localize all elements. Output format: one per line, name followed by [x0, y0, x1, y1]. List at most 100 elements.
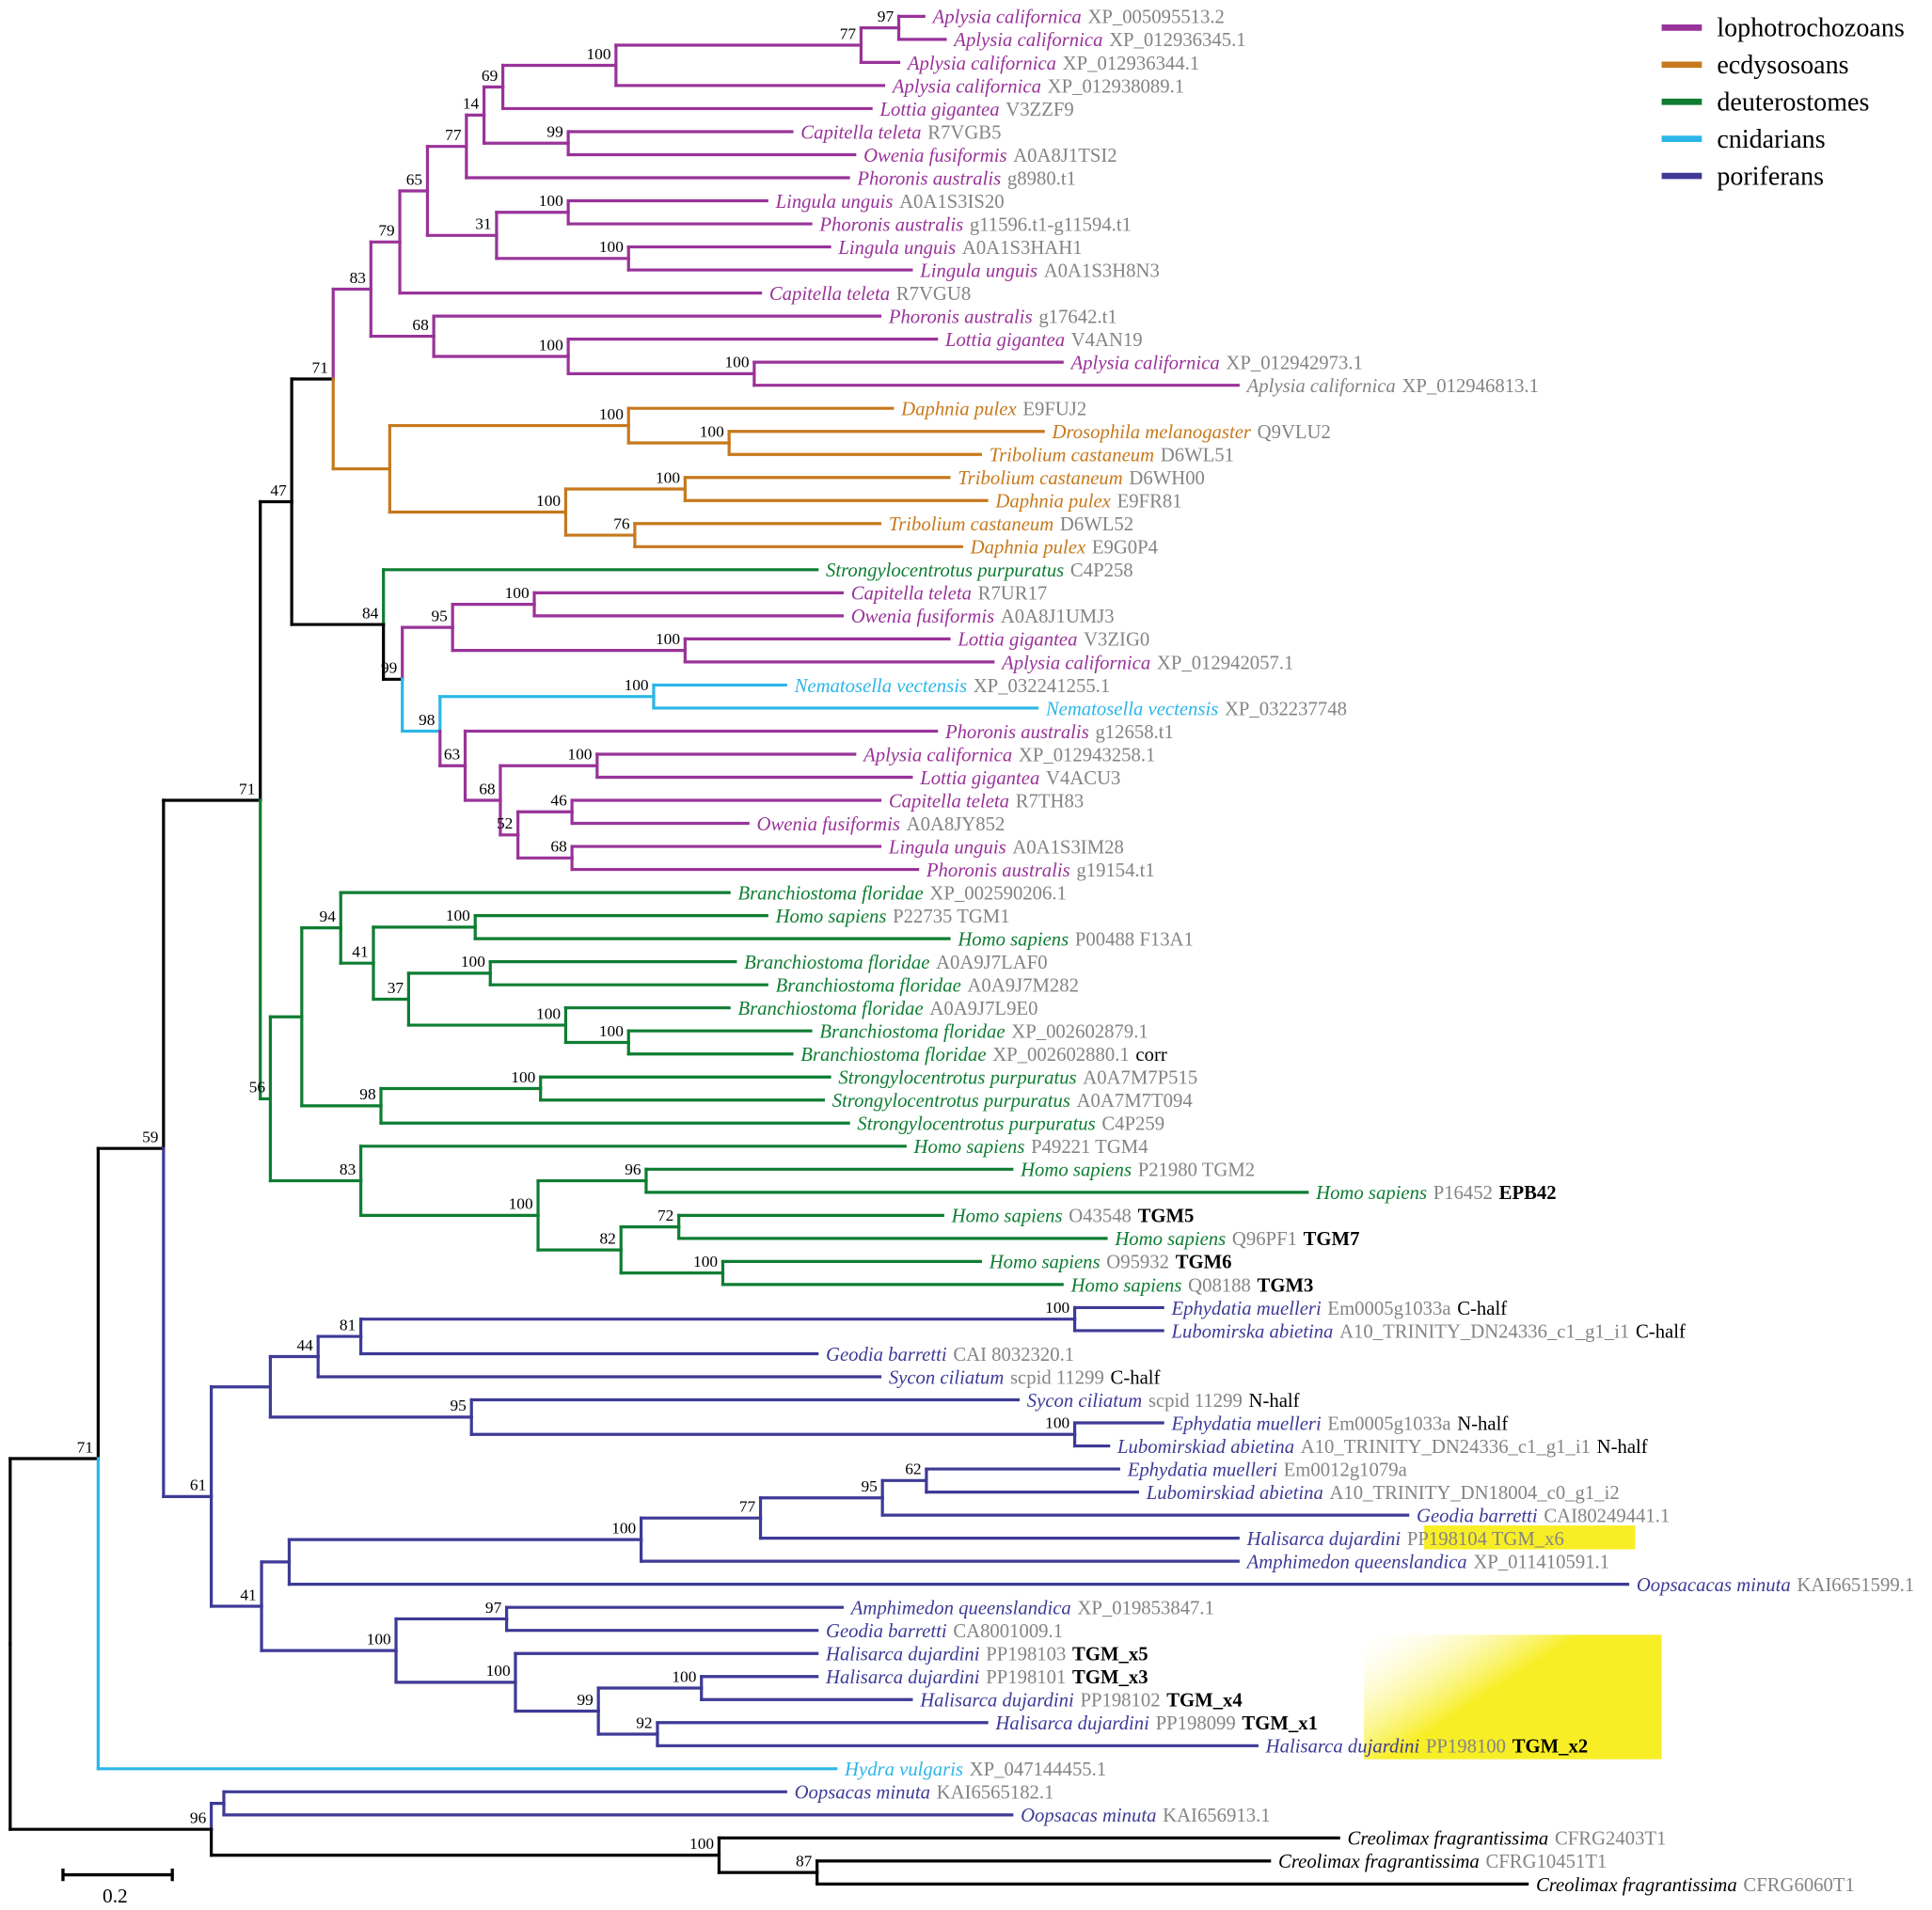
species-name: Homo sapiens — [1070, 1275, 1182, 1296]
accession: E9FR81 — [1117, 492, 1182, 513]
accession: D6WL52 — [1060, 514, 1133, 535]
species-name: Daphnia pulex — [900, 400, 1017, 420]
accession: A0A8J1TSI2 — [1013, 146, 1116, 166]
species-name: Homo sapiens — [951, 1207, 1063, 1227]
accession: XP_047144455.1 — [970, 1760, 1107, 1780]
support-value: 44 — [296, 1336, 313, 1354]
legend-label: ecdysosoans — [1717, 51, 1848, 80]
accession: D6WH00 — [1129, 468, 1205, 489]
support-value: 68 — [479, 780, 496, 797]
support-value: 96 — [190, 1808, 207, 1826]
accession: V3ZIG0 — [1084, 630, 1149, 651]
support-value: 100 — [599, 1022, 624, 1040]
support-value: 72 — [657, 1207, 673, 1224]
accession: P21980 TGM2 — [1138, 1160, 1255, 1181]
species-name: Homo sapiens — [1315, 1183, 1427, 1204]
support-value: 71 — [239, 780, 255, 797]
support-value: 100 — [567, 746, 592, 764]
species-name: Lottia gigantea — [879, 100, 999, 120]
support-value: 100 — [461, 953, 485, 971]
accession: XP_002602879.1 — [1011, 1022, 1148, 1043]
species-name: Lubomirska abietina — [1170, 1321, 1333, 1342]
gene-suffix: TGM_x3 — [1072, 1667, 1148, 1688]
support-value: 61 — [190, 1476, 206, 1494]
accession: XP_012936345.1 — [1109, 30, 1246, 51]
support-value: 99 — [381, 659, 397, 677]
accession: Em0005g1033a — [1327, 1413, 1450, 1434]
leaf-label: Branchiostoma floridae XP_002602879.1 — [819, 1022, 1148, 1043]
support-value: 83 — [350, 269, 366, 287]
accession: g12658.t1 — [1095, 722, 1173, 743]
support-value: 100 — [672, 1667, 696, 1685]
accession: g19154.t1 — [1076, 860, 1154, 881]
species-name: Lingula unguis — [837, 238, 956, 259]
species-name: Homo sapiens — [913, 1137, 1025, 1158]
support-value: 100 — [611, 1519, 636, 1537]
gene-suffix: TGM7 — [1304, 1229, 1360, 1250]
species-name: Nematosella vectensis — [1045, 699, 1218, 719]
accession: O43548 — [1069, 1207, 1132, 1227]
support-value: 96 — [625, 1160, 641, 1178]
support-value: 100 — [724, 354, 749, 371]
species-name: Aplysia californica — [952, 30, 1102, 51]
leaf-label: Homo sapiens O43548 TGM5 — [951, 1207, 1195, 1227]
support-value: 100 — [656, 468, 680, 486]
highlight-rect — [1363, 1634, 1662, 1760]
species-name: Homo sapiens — [957, 929, 1069, 950]
species-name: Branchiostoma floridae — [776, 976, 961, 997]
support-value: 68 — [412, 316, 429, 334]
accession: CFRG10451T1 — [1485, 1852, 1607, 1872]
support-value: 100 — [509, 1195, 533, 1213]
gene-suffix: TGM5 — [1138, 1207, 1195, 1227]
support-value: 98 — [359, 1085, 376, 1103]
species-name: Lingula unguis — [775, 192, 894, 213]
species-name: Halisarca dujardini — [994, 1713, 1149, 1734]
accession: A0A9J7LAF0 — [936, 953, 1047, 973]
species-name: Phoronis australis — [888, 307, 1033, 327]
accession: KAI6651599.1 — [1797, 1575, 1914, 1596]
accession: E9G0P4 — [1092, 538, 1159, 559]
species-name: Homo sapiens — [1114, 1229, 1226, 1250]
accession: XP_032241255.1 — [974, 676, 1111, 697]
support-value: 46 — [550, 792, 567, 810]
accession: A0A8JY852 — [907, 814, 1006, 835]
species-name: Halisarca dujardini — [825, 1645, 980, 1665]
species-name: Amphimedon queenslandica — [849, 1599, 1071, 1619]
species-name: Creolimax fragrantissima — [1536, 1875, 1737, 1896]
support-value: 82 — [600, 1229, 616, 1247]
accession: E9FUJ2 — [1022, 400, 1086, 420]
gene-suffix: C-half — [1457, 1299, 1507, 1319]
support-value: 98 — [419, 711, 435, 729]
species-name: Branchiostoma floridae — [819, 1022, 1005, 1043]
